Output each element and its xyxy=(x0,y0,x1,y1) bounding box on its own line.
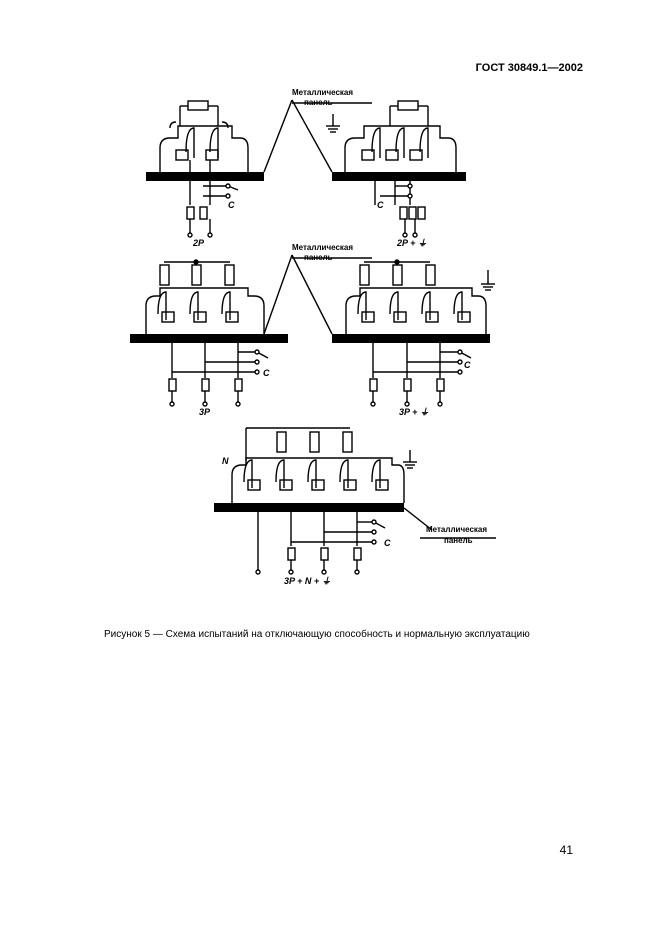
panel-label-top: Металлическая панель xyxy=(292,88,353,107)
diagram-2p xyxy=(159,100,249,238)
panel-label-middle: Металлическая панель xyxy=(292,243,353,262)
label-3p-n-earth: 3P + N + ⏚ xyxy=(284,576,331,586)
label-c-4: C xyxy=(464,360,471,370)
panel-label-top-line1: Металлическая xyxy=(292,88,353,97)
label-2p: 2P xyxy=(192,238,205,248)
label-n: N xyxy=(222,456,229,466)
panel-label-top-line2: панель xyxy=(304,98,333,107)
panel-label-bottom-line1: Металлическая xyxy=(426,525,487,534)
diagram-3p xyxy=(145,259,269,407)
label-c-5: C xyxy=(384,538,391,548)
label-c-3: C xyxy=(263,368,270,378)
page-number: 41 xyxy=(559,843,573,857)
diagram-3p-n-earth xyxy=(231,427,417,575)
panel-label-middle-line2: панель xyxy=(304,253,333,262)
figure-caption: Рисунок 5 — Схема испытаний на отключающ… xyxy=(104,629,530,640)
label-c-1: C xyxy=(228,200,235,210)
diagram-2p-earth xyxy=(326,100,457,238)
panel-label-bottom: Металлическая панель xyxy=(426,525,487,545)
panel-label-bottom-line2: панель xyxy=(444,536,473,545)
document-header: ГОСТ 30849.1—2002 xyxy=(475,62,583,74)
label-3p: 3P xyxy=(199,407,211,417)
label-2p-earth: 2P + ⏚ xyxy=(396,238,427,248)
label-3p-earth: 3P + ⏚ xyxy=(399,407,429,417)
panel-label-middle-line1: Металлическая xyxy=(292,243,353,252)
diagram-3p-earth xyxy=(345,259,495,407)
label-c-2: C xyxy=(377,200,384,210)
